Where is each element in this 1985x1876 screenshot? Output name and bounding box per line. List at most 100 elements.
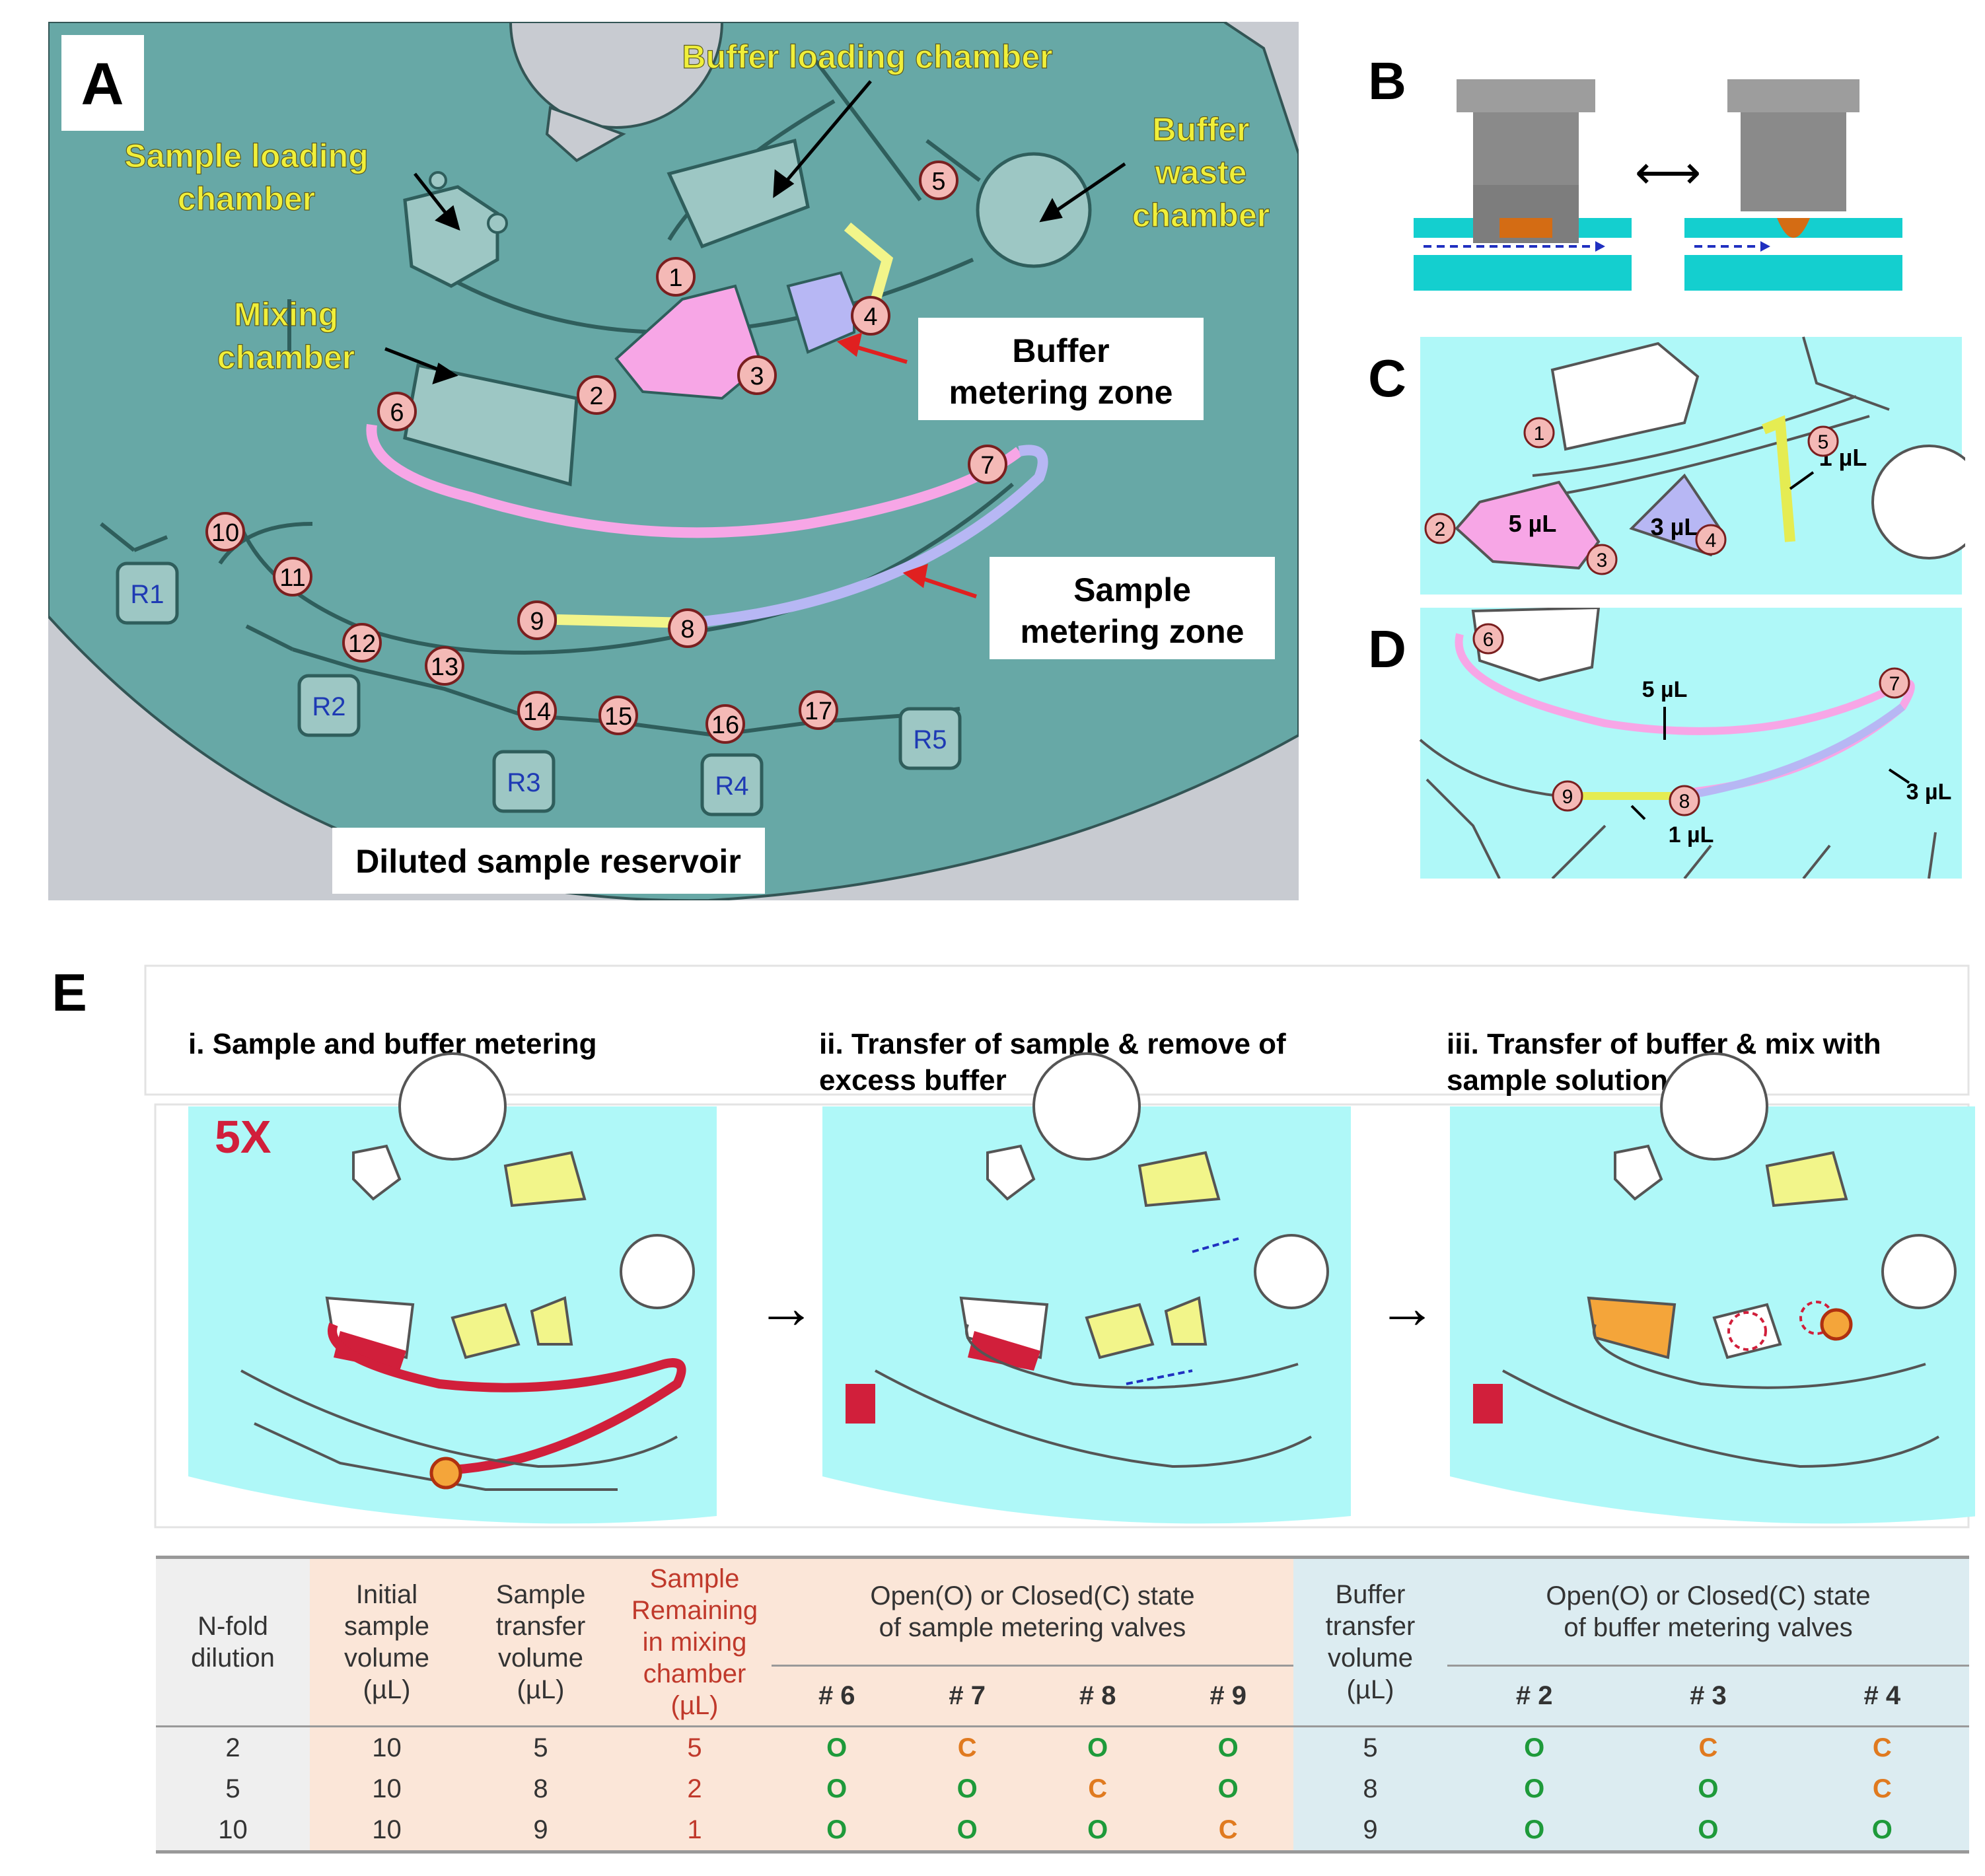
volume-label: 5 µL	[1509, 510, 1557, 537]
cell-valve-state: O	[902, 1809, 1032, 1854]
vent-hole	[487, 213, 508, 234]
fold-label: 5X	[215, 1111, 271, 1163]
valve-marker: 3	[737, 355, 777, 395]
label-sample-metering-1: Sample	[1073, 571, 1191, 608]
valve-marker: 1	[1523, 417, 1555, 449]
header-valve-6: # 6	[772, 1664, 902, 1727]
buffer-chamber	[1550, 342, 1700, 451]
valve-marker: 1	[656, 257, 696, 297]
svg-text:9: 9	[1562, 786, 1573, 808]
step-title-3b: sample solution	[1447, 1064, 1668, 1097]
svg-text:1: 1	[668, 264, 682, 292]
cell-valve-state: C	[1795, 1768, 1969, 1809]
reservoir-label: R5	[913, 725, 947, 754]
valve-closed-diagram	[1684, 79, 1902, 291]
step-title-2b: excess buffer	[819, 1064, 1007, 1097]
red-arrows	[836, 332, 977, 598]
vent-hole	[429, 171, 447, 190]
valve-marker: 9	[517, 600, 557, 640]
label-buffer-metering-1: Buffer	[1012, 332, 1109, 369]
valve-marker: 8	[1669, 785, 1700, 816]
sample-metering-3ul	[688, 445, 1048, 628]
svg-text:2: 2	[1435, 519, 1446, 540]
svg-text:3: 3	[1597, 550, 1608, 571]
valve-marker: 4	[851, 296, 890, 336]
callout-arrow	[1789, 471, 1815, 490]
valve-marker: 17	[799, 690, 838, 730]
actuator-stem	[1473, 112, 1579, 185]
svg-text:16: 16	[711, 711, 739, 739]
step-arrow: →	[1377, 1275, 1437, 1341]
step-titles: i. Sample and buffer metering ii. Transf…	[188, 1028, 1881, 1097]
valve-seal-pressed	[1777, 218, 1810, 238]
cell-valve-state: O	[1447, 1768, 1622, 1809]
valve-marker: 2	[577, 375, 616, 415]
label-diluted-sample: Diluted sample reservoir	[355, 843, 741, 880]
valve-marker: 2	[1424, 513, 1456, 544]
valve-marker: 6	[377, 392, 417, 431]
cell-valve-state: O	[1621, 1768, 1795, 1809]
actuator-head	[1727, 79, 1859, 112]
cell-fold: 2	[156, 1725, 310, 1768]
valve-marker: 11	[273, 557, 312, 596]
svg-text:8: 8	[1679, 791, 1690, 812]
table-row: 10 10 9 1 O O O C 9 O O O	[156, 1809, 1969, 1854]
waste-chamber	[1871, 445, 1965, 559]
hub-key	[545, 106, 626, 162]
reservoir-r3	[492, 750, 556, 813]
step-2-diagram	[822, 1052, 1351, 1524]
step-1-diagram: 5X	[188, 1052, 717, 1524]
reservoir-label: R1	[130, 580, 164, 609]
reservoir-label: R3	[507, 768, 540, 797]
svg-text:4: 4	[863, 303, 877, 331]
valve-marker: 7	[968, 445, 1007, 484]
panel-e: E i. Sample and buffer metering ii. Tran…	[52, 963, 1975, 1529]
sample-metering-5ul	[366, 423, 1023, 538]
cell-valve-state: C	[1032, 1768, 1163, 1809]
cell-valve-state: O	[772, 1725, 902, 1768]
label-buffer-metering-2: metering zone	[949, 374, 1173, 411]
reservoir-group	[116, 561, 962, 816]
cell-initial: 10	[310, 1725, 464, 1768]
buffer-loading-chamber	[667, 138, 810, 249]
buffer-waste-chamber	[976, 152, 1092, 268]
svg-text:12: 12	[348, 630, 376, 658]
cell-remaining: 2	[618, 1768, 772, 1809]
valve-seal	[1499, 218, 1552, 238]
reservoir-r4	[700, 753, 764, 816]
mixing-chamber	[1471, 608, 1601, 682]
panel-letter: B	[1368, 52, 1406, 110]
step-3-diagram	[1450, 1052, 1975, 1524]
panel-a: A R1 R2 R3 R4 R5	[48, 22, 1299, 900]
volume-label: 1 µL	[1669, 822, 1714, 848]
cell-fold: 10	[156, 1809, 310, 1854]
label-mixing-2: chamber	[217, 339, 355, 376]
svg-text:10: 10	[211, 519, 239, 547]
cell-valve-state: C	[902, 1725, 1032, 1768]
valve-marker: 12	[342, 623, 382, 663]
reservoir-label: R2	[312, 692, 345, 721]
svg-text:5: 5	[1818, 431, 1829, 453]
svg-text:9: 9	[530, 608, 544, 635]
reservoir-label: R4	[715, 772, 748, 801]
sample-metering-1ul	[556, 614, 690, 628]
svg-text:17: 17	[805, 698, 832, 725]
cell-valve-state: C	[1621, 1725, 1795, 1768]
panel-b: B ⟷	[1368, 52, 1902, 291]
toggle-arrow: ⟷	[1635, 147, 1701, 198]
actuator-head	[1457, 79, 1595, 112]
svg-text:4: 4	[1706, 530, 1717, 552]
cell-valve-state: O	[1032, 1809, 1163, 1854]
svg-text:3: 3	[750, 363, 764, 390]
step-background	[822, 1106, 1351, 1524]
reservoir-r5	[898, 707, 962, 770]
cell-valve-state: O	[1621, 1809, 1795, 1854]
cell-remaining: 1	[618, 1809, 772, 1854]
header-valve-2: # 2	[1447, 1664, 1622, 1727]
cell-valve-state: O	[1447, 1725, 1622, 1768]
valve-marker: 15	[598, 696, 638, 735]
valve-marker: 8	[668, 608, 707, 648]
